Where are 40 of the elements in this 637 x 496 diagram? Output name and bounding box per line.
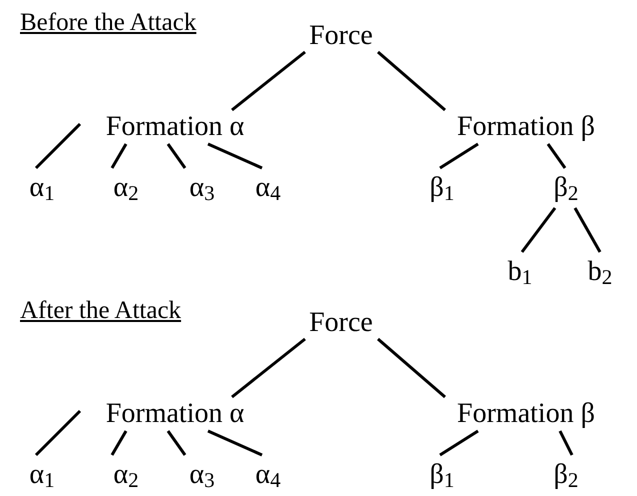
connector-line xyxy=(546,143,566,169)
node-text: b$_{2}$ xyxy=(578,252,622,292)
connector-line xyxy=(207,430,263,456)
section-heading: After the Attack xyxy=(20,296,182,326)
connector-line xyxy=(34,410,82,456)
node-text: β$_{1}$ xyxy=(418,168,466,208)
connector-line xyxy=(231,338,306,398)
node-text: α$_{4}$ xyxy=(244,455,292,495)
node-text: β$_{2}$ xyxy=(542,455,590,495)
node-text: α$_{2}$ xyxy=(102,455,150,495)
connector-line xyxy=(166,143,186,169)
connector-line xyxy=(574,207,602,253)
node-text: β$_{2}$ xyxy=(542,168,590,208)
connector-line xyxy=(439,142,479,170)
node-text: β$_{1}$ xyxy=(418,455,466,495)
node-text: Force xyxy=(296,20,386,52)
connector-line xyxy=(377,338,446,398)
connector-line xyxy=(520,207,556,253)
connector-line xyxy=(207,142,263,170)
node-text: Formation β xyxy=(440,110,612,144)
connector-line xyxy=(231,50,306,112)
connector-line xyxy=(110,143,128,169)
connector-line xyxy=(110,430,128,456)
node-text: Formation α xyxy=(80,110,270,144)
connector-line xyxy=(439,430,479,456)
node-text: Force xyxy=(296,307,386,339)
node-text: α$_{1}$ xyxy=(18,168,66,208)
section-heading: Before the Attack xyxy=(20,8,196,38)
node-text: α$_{3}$ xyxy=(178,455,226,495)
node-text: Formation α xyxy=(80,397,270,431)
node-text: α$_{2}$ xyxy=(102,168,150,208)
connector-line xyxy=(166,430,186,456)
node-text: Formation β xyxy=(440,397,612,431)
node-text: α$_{1}$ xyxy=(18,455,66,495)
node-text: α$_{3}$ xyxy=(178,168,226,208)
connector-line xyxy=(558,430,574,456)
connector-line xyxy=(34,122,82,170)
connector-line xyxy=(377,50,446,112)
node-text: b$_{1}$ xyxy=(498,252,542,292)
node-text: α$_{4}$ xyxy=(244,168,292,208)
